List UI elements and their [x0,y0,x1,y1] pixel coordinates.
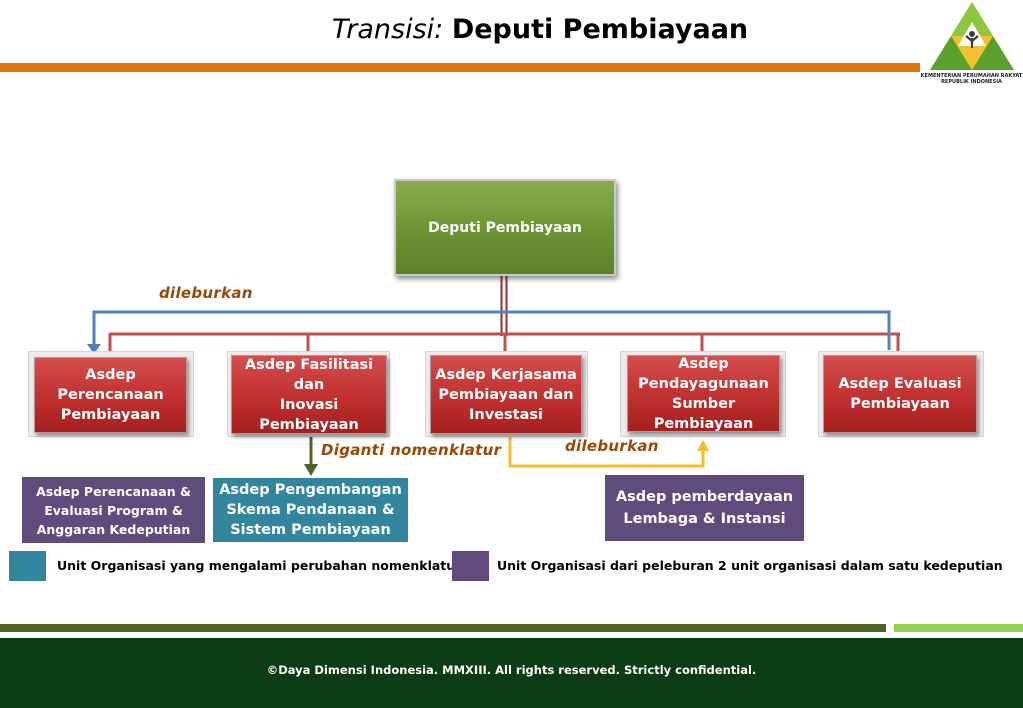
unit-asdep-evaluasi: Asdep Evaluasi Pembiayaan [823,355,977,433]
triangle-logo-icon [930,2,1014,70]
unit-line: Sumber [671,395,736,412]
blue-arrowhead-icon [87,344,101,354]
footer: ©Daya Dimensi Indonesia. MMXIII. All rig… [0,638,1023,708]
unit-line: Lembaga & Instansi [623,511,786,527]
blue-merge-line [87,310,891,354]
ministry-name-line2: REPUBLIK INDONESIA [941,79,1002,85]
label-diganti-nomenklatur: Diganti nomenklatur [321,441,502,459]
unit-line: Investasi [469,406,543,423]
unit-line: Asdep Perencanaan [57,367,164,403]
ministry-name-line1: KEMENTERIAN PERUMAHAN RAKYAT [920,73,1023,79]
red-tree-lines [108,276,900,354]
unit-line: Asdep Evaluasi [838,376,962,392]
deputi-box: Deputi Pembiayaan [394,179,616,276]
unit-line: Asdep Kerjasama [435,366,577,383]
ministry-logo: KEMENTERIAN PERUMAHAN RAKYAT REPUBLIK IN… [920,0,1023,88]
new-unit-pemberdayaan-lembaga: Asdep pemberdayaan Lembaga & Instansi [605,475,804,541]
legend-swatch-teal [9,551,46,581]
unit-line: Sistem Pembiayaan [230,522,391,538]
unit-line: Asdep pemberdayaan [615,489,794,505]
unit-asdep-fasilitasi: Asdep Fasilitasi dan Inovasi Pembiayaan [231,355,387,434]
unit-line: Skema Pendanaan & [226,502,395,518]
unit-line: Pembiayaan [850,396,950,412]
deputi-label: Deputi Pembiayaan [428,219,582,236]
unit-line: Inovasi Pembiayaan [259,396,359,433]
unit-asdep-pendayagunaan: Asdep Pendayagunaan Sumber Pembiayaan [627,355,780,432]
new-unit-perencanaan-evaluasi: Asdep Perencanaan & Evaluasi Program & A… [22,477,205,543]
ministry-name: KEMENTERIAN PERUMAHAN RAKYAT REPUBLIK IN… [920,73,1023,85]
unit-line: Pembiayaan dan [438,386,574,403]
slide-title: Transisi: Deputi Pembiayaan [0,14,1023,45]
unit-asdep-kerjasama: Asdep Kerjasama Pembiayaan dan Investasi [430,355,582,434]
yellow-merge-line [508,436,709,468]
legend-text-peleburan: Unit Organisasi dari peleburan 2 unit or… [497,558,1003,573]
unit-line: Asdep Pengembangan [219,482,402,498]
unit-line: Anggaran Kedeputian [36,521,191,537]
title-italic: Transisi: [331,14,444,45]
legend-text-nomenklatur: Unit Organisasi yang mengalami perubahan… [57,558,462,573]
unit-asdep-perencanaan: Asdep Perencanaan Pembiayaan [34,357,187,433]
yellow-arrowhead-icon [697,440,709,451]
unit-line: Pendayagunaan [638,375,769,392]
label-dileburkan-right: dileburkan [565,437,659,455]
orange-header-bar [0,63,920,72]
bottom-bar-dark [0,624,886,632]
unit-line: Pembiayaan [653,415,754,432]
unit-line: Pembiayaan [60,407,161,423]
legend-swatch-purple [452,551,489,581]
rename-arrow [304,436,318,476]
new-unit-pengembangan-skema: Asdep Pengembangan Skema Pendanaan & Sis… [213,478,408,542]
footer-text: ©Daya Dimensi Indonesia. MMXIII. All rig… [266,663,757,677]
bottom-bar-light [894,624,1023,632]
unit-line: Asdep Perencanaan & [36,483,191,499]
title-bold: Deputi Pembiayaan [451,14,749,45]
label-dileburkan-left: dileburkan [159,284,253,302]
unit-line: Evaluasi Program & [44,502,183,518]
unit-line: Asdep Fasilitasi dan [244,356,374,393]
green-arrowhead-icon [304,464,318,476]
unit-line: Asdep [678,355,729,372]
